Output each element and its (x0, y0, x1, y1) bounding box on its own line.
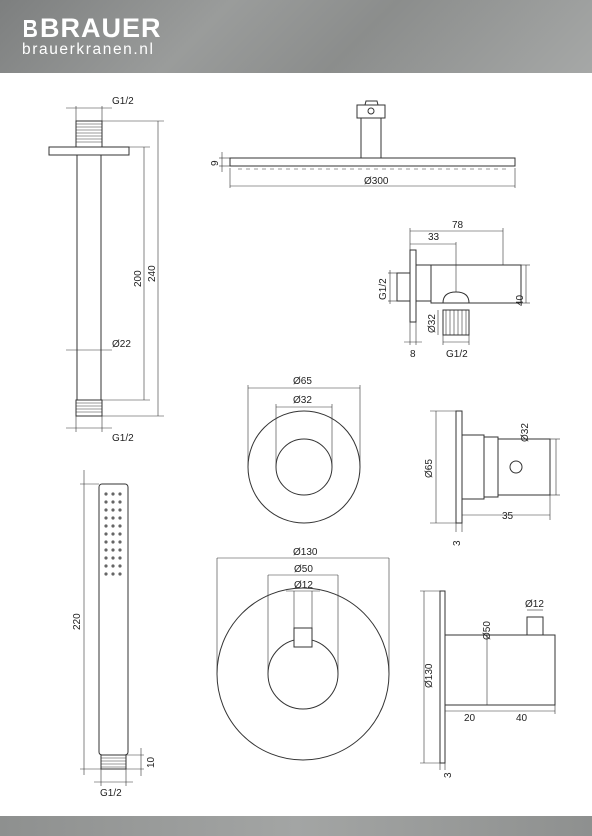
thermostat-side-drawing: Ø130 Ø50 Ø12 20 40 3 (420, 590, 556, 778)
brauer-logo-icon (24, 20, 37, 37)
dim-label: 200 (133, 270, 144, 287)
dim-label: 8 (410, 349, 416, 360)
thread-hatch (101, 757, 126, 768)
dim-label: G1/2 (446, 349, 468, 360)
dim-label: Ø65 (293, 376, 312, 387)
dim-label: 78 (452, 220, 464, 231)
nozzle-grid (104, 492, 122, 576)
dim-label: Ø22 (112, 339, 131, 350)
thread-hatch (445, 310, 467, 335)
dim-label: 35 (502, 511, 514, 522)
thread-hatch (76, 402, 102, 413)
dim-label: 3 (443, 772, 454, 778)
dim-label: G1/2 (378, 278, 389, 300)
brand-url: brauerkranen.nl (22, 41, 155, 58)
dim-label: Ø300 (364, 176, 389, 187)
dim-label: Ø50 (294, 564, 313, 575)
dim-label: 33 (428, 232, 440, 243)
dim-label: 10 (146, 756, 157, 768)
dim-label: G1/2 (112, 96, 134, 107)
wall-connector-drawing: 78 33 40 G1/2 Ø32 8 G1/2 (378, 220, 530, 360)
footer-band (0, 816, 592, 836)
dim-label: Ø12 (525, 599, 544, 610)
dim-label: Ø12 (294, 580, 313, 591)
dim-label: G1/2 (112, 433, 134, 444)
shower-arm-drawing: G1/2 200 240 Ø22 G1/2 (48, 96, 164, 444)
dim-label: Ø130 (293, 547, 318, 558)
brand-name: BRAUER (40, 13, 162, 43)
dim-label: Ø32 (520, 423, 531, 442)
thermostat-front-drawing: Ø130 Ø50 Ø12 (216, 547, 390, 761)
dim-label: Ø50 (482, 621, 493, 640)
dim-label: 40 (516, 713, 528, 724)
stop-valve-side-drawing: Ø65 Ø32 35 3 (424, 410, 560, 546)
rosette-small-drawing: Ø65 Ø32 (247, 376, 361, 524)
dim-label: Ø32 (427, 314, 438, 333)
dim-label: Ø130 (424, 663, 435, 688)
dim-label: G1/2 (100, 788, 122, 799)
rain-head-drawing: Ø300 9 (210, 100, 516, 188)
hand-shower-drawing: 220 10 G1/2 (72, 470, 157, 799)
dim-label: 20 (464, 713, 476, 724)
dim-label: Ø65 (424, 459, 435, 478)
header-banner: BRAUER brauerkranen.nl (0, 0, 592, 73)
dim-label: 40 (515, 294, 526, 306)
dim-label: 3 (452, 540, 463, 546)
dim-label: 9 (210, 160, 221, 166)
dim-label: Ø32 (293, 395, 312, 406)
thread-hatch (76, 123, 102, 143)
dim-label: 220 (72, 613, 83, 630)
dim-label: 240 (147, 265, 158, 282)
